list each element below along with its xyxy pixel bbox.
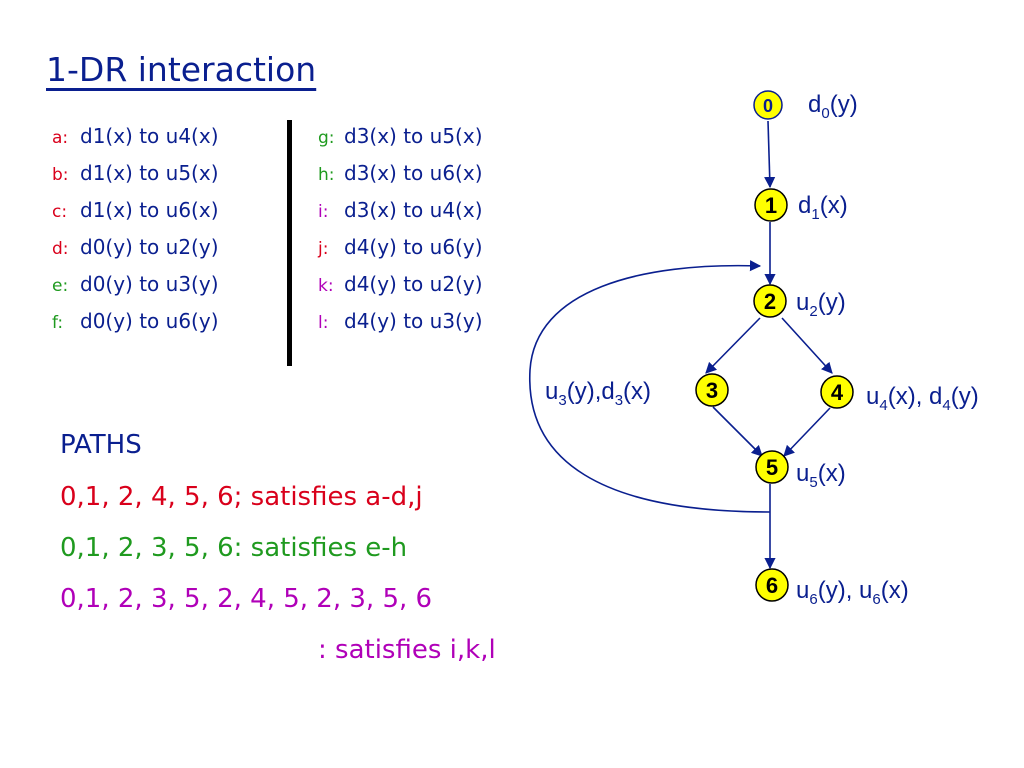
node-0: 0 — [753, 90, 783, 120]
pair-label: j: — [318, 239, 329, 259]
node-2-circle — [753, 284, 787, 318]
pair-label: k: — [318, 276, 334, 296]
pair-label: e: — [52, 276, 69, 296]
pair-text: d4(y) to u6(y) — [344, 235, 483, 259]
pair-label: c: — [52, 202, 68, 222]
edge-2-3 — [705, 317, 761, 374]
pair-label: l: — [318, 313, 329, 333]
pair-text: d3(x) to u6(x) — [344, 161, 483, 185]
node-4-label: u4(x), d4(y) — [866, 383, 979, 414]
pair-label: d: — [52, 239, 69, 259]
node-1: 1 — [754, 188, 788, 222]
node-2-label: u2(y) — [796, 289, 846, 320]
slide-title: 1-DR interaction — [46, 50, 317, 89]
pair-label: g: — [318, 128, 335, 148]
edge-3-5 — [712, 406, 763, 457]
pair-text: d4(y) to u2(y) — [344, 272, 483, 296]
pair-label: h: — [318, 165, 335, 185]
node-3: 3 — [695, 373, 729, 407]
node-4-number: 4 — [831, 380, 844, 405]
pair-label: f: — [52, 313, 64, 333]
node-4: 4 — [820, 375, 854, 409]
pair-text: d1(x) to u6(x) — [80, 198, 219, 222]
pair-text: d3(x) to u5(x) — [344, 124, 483, 148]
pair-text: d3(x) to u4(x) — [344, 198, 483, 222]
node-5-label: u5(x) — [796, 460, 846, 491]
pair-labels-right: g: h: i: j: k: l: — [318, 120, 335, 342]
pair-labels-left: a: b: c: d: e: f: — [52, 120, 69, 342]
node-1-circle — [754, 188, 788, 222]
pair-text: d1(x) to u4(x) — [80, 124, 219, 148]
node-5: 5 — [755, 450, 789, 484]
node-0-circle — [753, 90, 783, 120]
node-1-number: 1 — [765, 193, 777, 218]
edge-0-1 — [764, 120, 776, 189]
edge-5-2-loop — [529, 260, 771, 513]
pair-text: d0(y) to u3(y) — [80, 272, 219, 296]
path-line: 0,1, 2, 4, 5, 6; satisfies a-d,j — [60, 482, 423, 512]
pair-label: b: — [52, 165, 69, 185]
edge-4-5 — [783, 407, 831, 457]
node-3-label: u3(y),d3(x) — [545, 378, 651, 409]
node-3-circle — [695, 373, 729, 407]
column-divider — [287, 120, 292, 366]
path-line: 0,1, 2, 3, 5, 6: satisfies e-h — [60, 533, 408, 563]
pair-text: d0(y) to u6(y) — [80, 309, 219, 333]
pair-list-left: d1(x) to u4(x) d1(x) to u5(x) d1(x) to u… — [80, 118, 219, 340]
node-6-circle — [755, 568, 789, 602]
node-5-number: 5 — [766, 455, 778, 480]
pair-text: d1(x) to u5(x) — [80, 161, 219, 185]
node-6-label: u6(y), u6(x) — [796, 577, 909, 608]
pair-label: a: — [52, 128, 69, 148]
path-line: : satisfies i,k,l — [318, 635, 496, 665]
node-0-number: 0 — [763, 96, 773, 116]
node-6: 6 — [755, 568, 789, 602]
paths-heading: PATHS — [60, 430, 142, 460]
pair-text: d0(y) to u2(y) — [80, 235, 219, 259]
pair-list-right: d3(x) to u5(x) d3(x) to u6(x) d3(x) to u… — [344, 118, 483, 340]
node-3-number: 3 — [706, 378, 718, 403]
node-4-circle — [820, 375, 854, 409]
pair-label: i: — [318, 202, 329, 222]
node-1-label: d1(x) — [798, 192, 848, 223]
node-2-number: 2 — [764, 289, 776, 314]
node-5-circle — [755, 450, 789, 484]
node-2: 2 — [753, 284, 787, 318]
path-line: 0,1, 2, 3, 5, 2, 4, 5, 2, 3, 5, 6 — [60, 584, 433, 614]
pair-text: d4(y) to u3(y) — [344, 309, 483, 333]
node-0-label: d0(y) — [808, 91, 858, 122]
edge-2-4 — [781, 317, 833, 374]
node-6-number: 6 — [766, 573, 778, 598]
